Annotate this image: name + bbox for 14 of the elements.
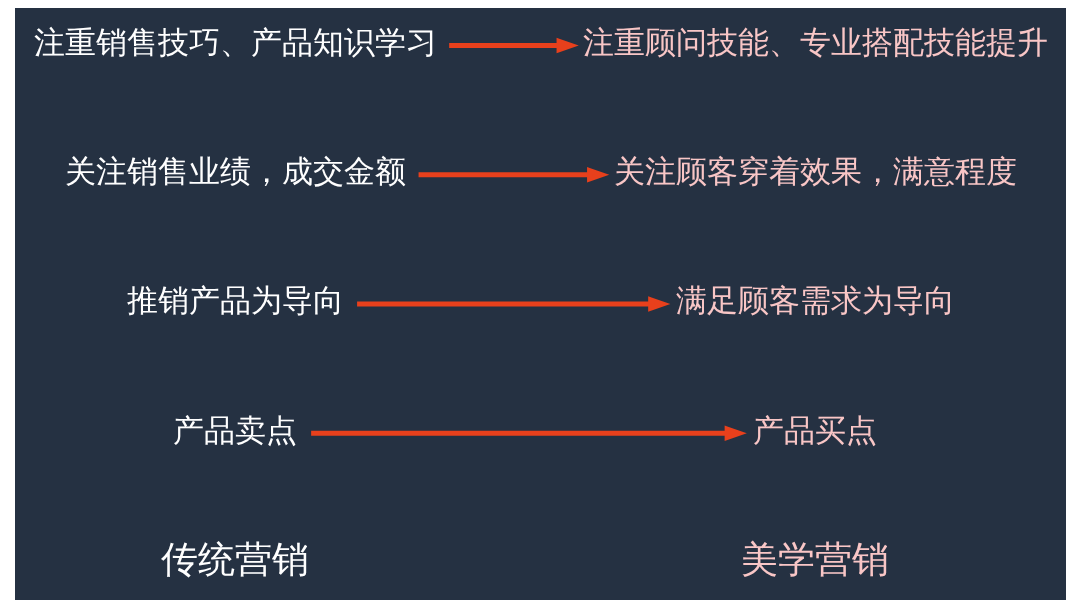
node-text: 注重顾问技能、专业搭配技能提升 (582, 24, 1048, 60)
label: 传统营销 (160, 537, 309, 582)
label: 美学营销 (740, 537, 889, 582)
node-text: 关注顾客穿着效果，满意程度 (613, 154, 1017, 190)
node-text: 推销产品为导向 (126, 283, 344, 319)
node-text: 关注销售业绩，成交金额 (64, 154, 406, 190)
node-text: 满足顾客需求为导向 (675, 283, 955, 319)
node-text: 产品买点 (752, 412, 877, 448)
arrow (356, 296, 670, 312)
node-text: 产品卖点 (172, 412, 297, 448)
arrow (448, 37, 579, 54)
arrow (310, 425, 747, 441)
node-text: 注重销售技巧、产品知识学习 (33, 24, 437, 60)
arrow (418, 167, 609, 183)
